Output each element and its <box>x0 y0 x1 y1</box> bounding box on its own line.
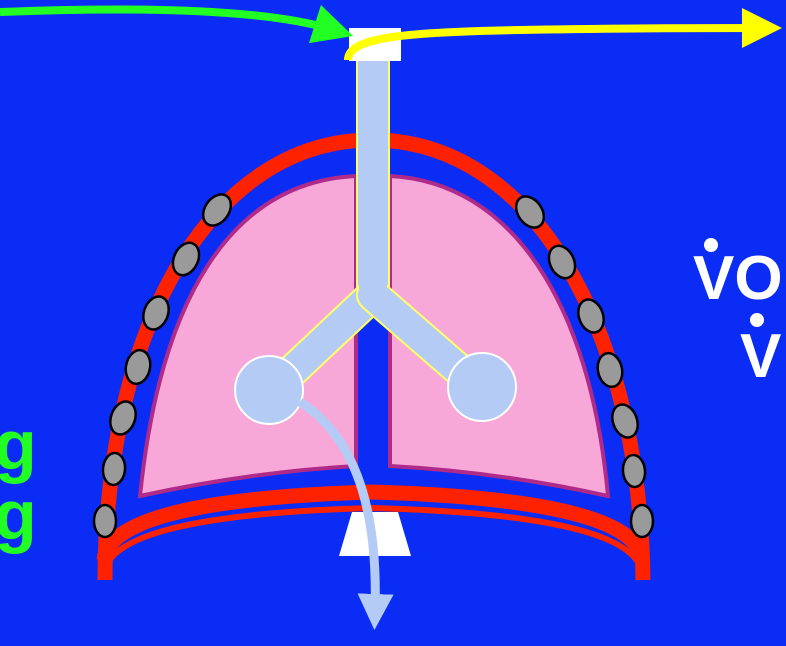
rib <box>631 505 653 537</box>
left-alveolus <box>235 356 303 424</box>
right-label-bottom: V <box>740 326 781 388</box>
right-label-top: VO <box>693 248 783 310</box>
left-label-top: g <box>0 410 37 480</box>
rib <box>94 505 116 537</box>
trachea-fill <box>359 62 387 298</box>
left-label-bottom: g <box>0 480 37 550</box>
rib <box>102 452 127 486</box>
yellow-arrow-out-icon <box>348 28 762 60</box>
green-arrow-in-icon <box>0 9 334 30</box>
rib <box>608 401 642 441</box>
rib <box>622 454 647 488</box>
right-alveolus <box>448 353 516 421</box>
